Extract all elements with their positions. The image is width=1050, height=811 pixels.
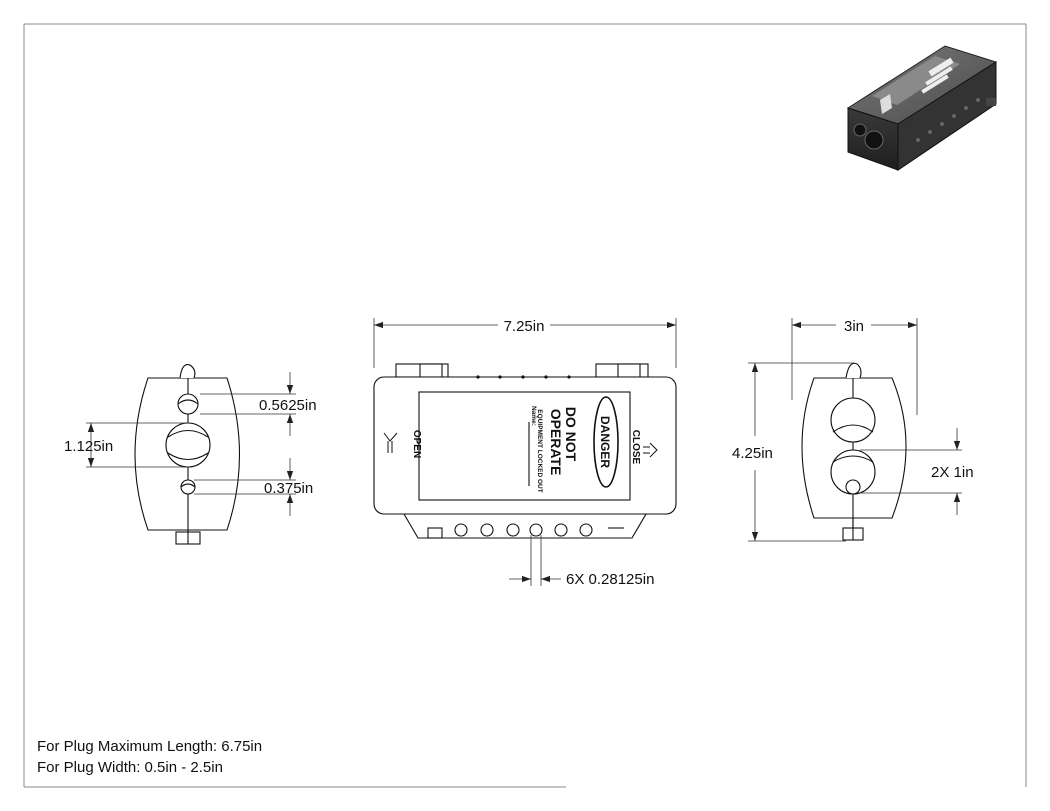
dim-small-hole-bottom: 0.375in	[264, 480, 313, 497]
close-label: CLOSE	[630, 430, 641, 465]
top-rivets	[476, 375, 571, 379]
dim-overall-length: 7.25in	[504, 318, 545, 335]
dim-overall-height: 4.25in	[732, 445, 773, 462]
iso-tag-text	[921, 57, 954, 94]
tag-name: Name:	[530, 406, 537, 426]
front-view-dimensions	[373, 318, 677, 586]
open-label: OPEN	[411, 430, 422, 458]
dim-bottom-holes: 6X 0.28125in	[566, 571, 654, 588]
sheet-border	[23, 23, 1027, 788]
right-end-view	[801, 362, 907, 541]
note-plug-length: For Plug Maximum Length: 6.75in	[37, 738, 263, 755]
left-view-dimensions	[86, 372, 296, 516]
iso-side-holes	[916, 98, 980, 142]
tag-line3: EQUIPMENT LOCKED OUT	[536, 409, 543, 492]
bottom-holes	[454, 523, 593, 537]
close-arrow-icon	[643, 442, 658, 458]
tag-danger: DANGER	[598, 416, 612, 468]
isometric-product-view	[846, 45, 998, 171]
front-view-text: OPEN CLOSE DANGER DO NOT OPERATE EQUIPME…	[411, 406, 641, 493]
right-view-dimensions	[748, 318, 962, 542]
dim-side-holes: 2X 1in	[931, 464, 974, 481]
dim-small-hole-top: 0.5625in	[259, 397, 317, 414]
left-end-view	[134, 363, 240, 545]
tag-line2: OPERATE	[548, 409, 564, 476]
open-arrow-icon	[383, 432, 398, 453]
note-plug-width: For Plug Width: 0.5in - 2.5in	[37, 759, 223, 776]
dim-large-hole: 1.125in	[64, 438, 113, 455]
danger-oval	[593, 396, 619, 488]
tag-line1: DO NOT	[563, 407, 579, 462]
dim-overall-width: 3in	[844, 318, 864, 335]
front-view	[373, 363, 677, 539]
